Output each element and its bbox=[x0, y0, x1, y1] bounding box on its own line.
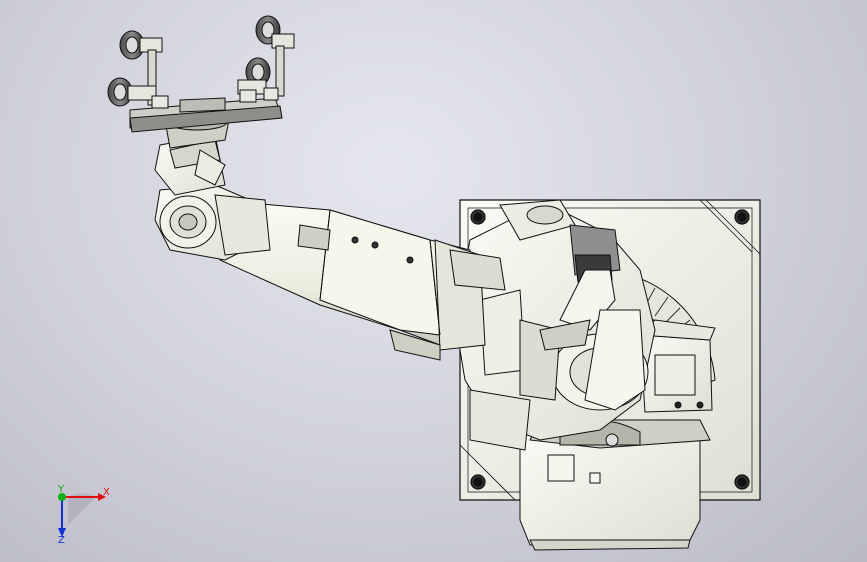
suction-cup-right-upper[interactable] bbox=[255, 15, 295, 97]
suction-cup-left-lower[interactable] bbox=[107, 77, 157, 107]
elbow-joint[interactable] bbox=[154, 184, 271, 261]
z-axis-arrowhead bbox=[58, 528, 66, 537]
y-axis-label: Y bbox=[57, 484, 65, 495]
shoulder-joint[interactable] bbox=[454, 199, 656, 451]
axis1-motor[interactable] bbox=[638, 319, 716, 413]
suction-cup-right-lower[interactable] bbox=[237, 57, 271, 95]
y-axis-dot bbox=[58, 493, 66, 501]
z-axis-label: Z bbox=[58, 535, 65, 546]
gripper-beam[interactable] bbox=[129, 97, 283, 133]
coordinate-triad: X Y Z bbox=[57, 484, 110, 546]
upper-arm[interactable] bbox=[214, 199, 506, 361]
suction-cup-left-upper[interactable] bbox=[119, 30, 163, 106]
x-axis-arrowhead bbox=[98, 493, 106, 501]
x-axis-label: X bbox=[103, 487, 110, 498]
gripper-mount-brackets bbox=[151, 87, 279, 109]
